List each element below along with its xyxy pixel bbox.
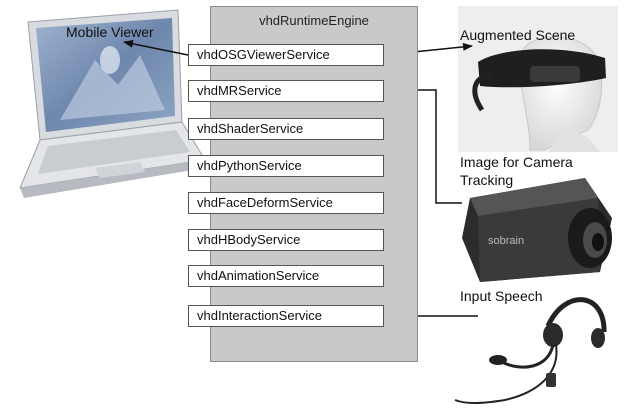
arrow-to-mobile-viewer: [123, 39, 189, 56]
camera-brand: sobrain: [488, 235, 524, 247]
headset-illustration: [454, 297, 607, 404]
camera-illustration: sobrain: [462, 178, 612, 282]
service-shader[interactable]: vhdShaderService: [188, 118, 384, 140]
service-python[interactable]: vhdPythonService: [188, 155, 384, 177]
service-animation[interactable]: vhdAnimationService: [188, 265, 384, 287]
mobile-viewer-label: Mobile Viewer: [66, 24, 154, 40]
hmd-head-illustration: [458, 6, 618, 152]
augmented-scene-label: Augmented Scene: [460, 27, 576, 43]
service-osg-viewer[interactable]: vhdOSGViewerService: [188, 44, 384, 66]
input-speech-label: Input Speech: [460, 288, 543, 304]
laptop-illustration: [19, 9, 206, 198]
runtime-engine-title: vhdRuntimeEngine: [259, 13, 369, 28]
service-face-deform[interactable]: vhdFaceDeformService: [188, 192, 384, 214]
service-hbody[interactable]: vhdHBodyService: [188, 229, 384, 251]
camera-label-line1: Image for Camera: [460, 154, 573, 170]
service-interaction[interactable]: vhdInteractionService: [188, 305, 384, 327]
camera-label-line2: Tracking: [460, 172, 514, 188]
service-mr[interactable]: vhdMRService: [188, 80, 384, 102]
